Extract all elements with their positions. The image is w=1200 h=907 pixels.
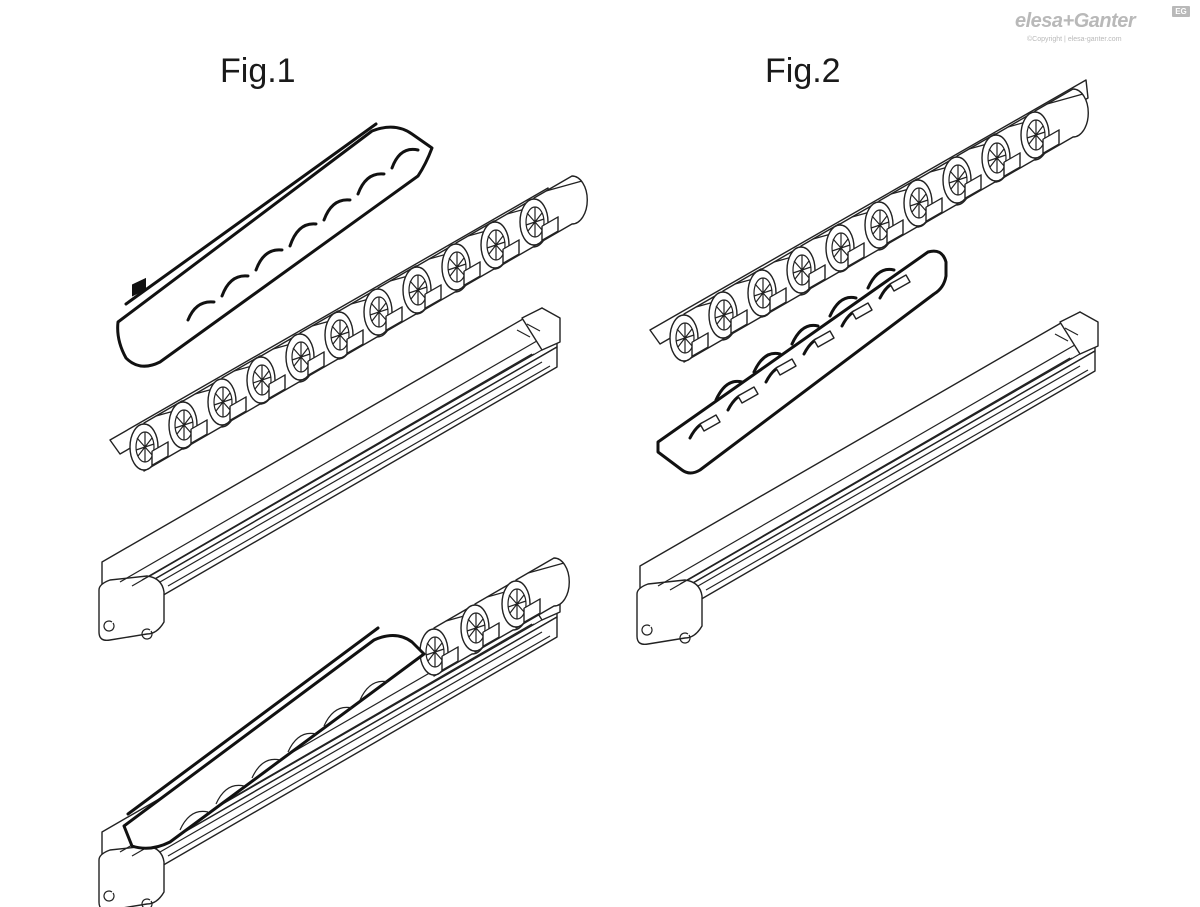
fig2-channel (636, 311, 1099, 646)
logo-mark: EG (1172, 6, 1190, 17)
fig2-label: Fig.2 (765, 52, 841, 90)
logo-copyright: ©Copyright | elesa-ganter.com (1027, 36, 1122, 43)
fig1-cover-holder (116, 122, 434, 368)
logo-brand: elesa+Ganter (1015, 10, 1136, 32)
fig2-roller-strip (649, 79, 1089, 363)
elesa-ganter-logo: elesa+Ganter EG ©Copyright | elesa-gante… (1015, 6, 1190, 50)
fig1-label: Fig.1 (220, 52, 296, 90)
fig2-bearing-cage (656, 249, 948, 475)
fig1-roller-strip (109, 175, 588, 472)
fig1-assembled-unit (98, 557, 570, 907)
